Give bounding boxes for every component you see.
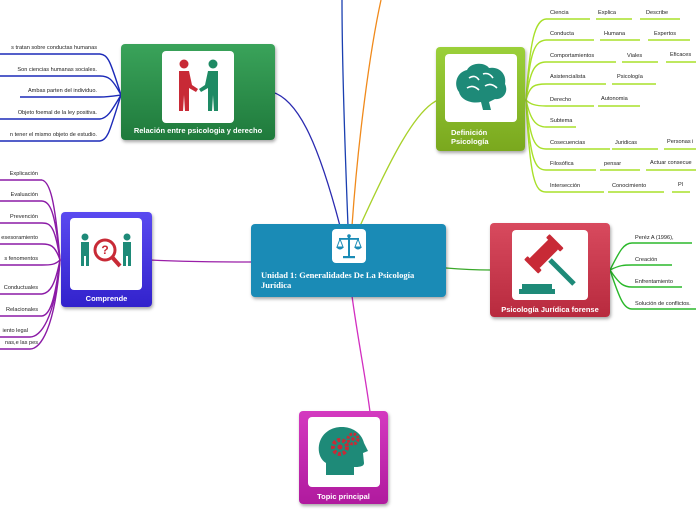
forense-title: Psicología Jurídica forense bbox=[501, 305, 599, 314]
topic-comprende[interactable]: ? Comprende bbox=[61, 212, 152, 307]
definicion-item[interactable]: Eficaces bbox=[670, 52, 692, 58]
topic-principal[interactable]: Topic principal bbox=[299, 411, 388, 504]
svg-text:?: ? bbox=[101, 243, 108, 257]
definicion-item[interactable]: Expertos bbox=[654, 31, 677, 37]
definicion-item[interactable]: Actuar consecue bbox=[650, 160, 692, 166]
topic-forense[interactable]: Psicología Jurídica forense bbox=[490, 223, 610, 317]
brain-icon bbox=[445, 54, 517, 122]
comprende-item[interactable]: iento legal bbox=[2, 328, 28, 334]
definicion-item[interactable]: Conocimiento bbox=[612, 183, 647, 189]
definicion-item[interactable]: Subtema bbox=[550, 118, 573, 124]
forense-item[interactable]: Enfrentamiento bbox=[635, 279, 673, 285]
definicion-item[interactable]: Cosecuencias bbox=[550, 140, 586, 146]
definicion-title: Definición Psicología bbox=[451, 128, 489, 146]
topic-definicion[interactable]: Definición Psicología bbox=[436, 47, 525, 151]
comprende-item[interactable]: Prevención bbox=[10, 214, 38, 220]
people-magnifier-icon: ? bbox=[70, 218, 142, 290]
gavel-icon bbox=[512, 230, 588, 300]
comprende-item[interactable]: s fenomentos bbox=[4, 256, 38, 262]
comprende-item[interactable]: Conductuales bbox=[3, 285, 38, 291]
forense-item[interactable]: Creación bbox=[635, 257, 658, 263]
relacion-item[interactable]: Objeto foemal de la ley positiva. bbox=[17, 110, 97, 116]
definicion-item[interactable]: Ciencia bbox=[550, 10, 569, 16]
comprende-title: Comprende bbox=[85, 294, 128, 303]
forense-item[interactable]: Solución de conflictos. bbox=[635, 301, 691, 307]
comprende-item[interactable]: esesoramiento bbox=[1, 235, 38, 241]
relacion-item[interactable]: n tener el mismo objeto de estudio. bbox=[9, 132, 97, 138]
definicion-item[interactable]: Humana bbox=[604, 31, 626, 37]
definicion-item[interactable]: Viales bbox=[627, 53, 643, 59]
relacion-item[interactable]: Ambas parten del individuo. bbox=[27, 88, 97, 94]
definicion-item[interactable]: Asistencialista bbox=[550, 74, 586, 80]
definicion-item[interactable]: Pl bbox=[678, 182, 683, 188]
topic-relacion[interactable]: Relación entre psicologia y derecho bbox=[121, 44, 275, 140]
comprende-item[interactable]: Explicación bbox=[9, 171, 38, 177]
definicion-item[interactable]: Explica bbox=[598, 10, 617, 16]
central-topic[interactable]: Unidad 1: Generalidades De La Psicología… bbox=[251, 224, 446, 297]
definicion-item[interactable]: Conducta bbox=[550, 31, 574, 37]
forense-item[interactable]: Peréz A (1996), bbox=[635, 235, 674, 241]
definicion-item[interactable]: Personas i bbox=[667, 139, 694, 145]
definicion-item[interactable]: Juridicas bbox=[615, 140, 638, 146]
comprende-item[interactable]: nas,e las pes bbox=[5, 340, 38, 346]
central-title: Unidad 1: Generalidades De La Psicología… bbox=[261, 270, 415, 290]
definicion-item[interactable]: Derecho bbox=[550, 97, 572, 103]
definicion-item[interactable]: Autonomia bbox=[601, 96, 628, 102]
scales-icon bbox=[332, 229, 366, 263]
relacion-title: Relación entre psicologia y derecho bbox=[133, 126, 263, 135]
comprende-item[interactable]: Evaluación bbox=[10, 192, 38, 198]
principal-title: Topic principal bbox=[317, 492, 370, 501]
definicion-item[interactable]: Intersección bbox=[550, 183, 581, 189]
handshake-icon bbox=[162, 51, 234, 123]
relacion-item[interactable]: Son ciencias humanas sociales. bbox=[17, 67, 97, 73]
head-gears-icon bbox=[308, 417, 380, 487]
definicion-item[interactable]: Comportamientos bbox=[550, 53, 595, 59]
definicion-item[interactable]: Describe bbox=[646, 10, 669, 16]
comprende-item[interactable]: Relacionales bbox=[5, 307, 38, 313]
definicion-item[interactable]: Psicología bbox=[617, 74, 643, 80]
relacion-item[interactable]: s tratan sobre conductas humanas bbox=[11, 45, 97, 51]
definicion-item[interactable]: Filosófica bbox=[550, 161, 574, 167]
definicion-item[interactable]: pensar bbox=[604, 161, 622, 167]
